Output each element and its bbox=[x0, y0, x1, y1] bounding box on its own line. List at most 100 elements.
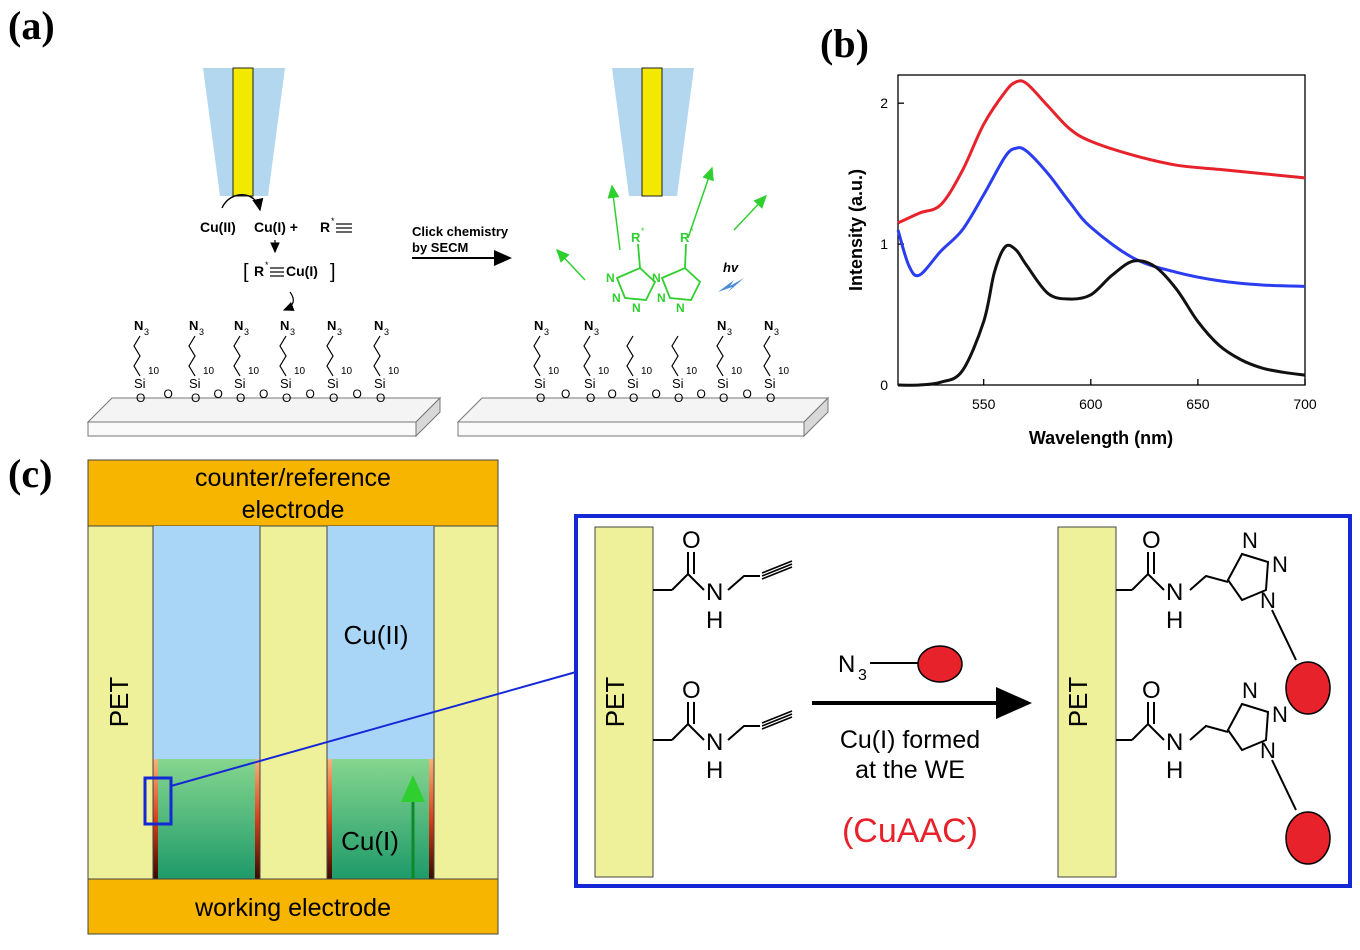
azide-subscript: 3 bbox=[774, 327, 779, 337]
reagent-sub: 3 bbox=[858, 667, 867, 684]
alkyne-triple-bond bbox=[761, 560, 793, 574]
silicon-atom: Si bbox=[717, 376, 729, 391]
x-tick-label: 550 bbox=[972, 396, 996, 412]
alkyne-triple-bond bbox=[761, 713, 793, 727]
alkyl-chain bbox=[763, 335, 771, 377]
counter-electrode-label-1: counter/reference bbox=[195, 464, 391, 492]
triazole-tether bbox=[1271, 759, 1297, 811]
pet-label-left: PET bbox=[104, 677, 134, 728]
bridging-oxygen: O bbox=[608, 387, 617, 401]
amide-n: N bbox=[706, 729, 723, 756]
bridging-oxygen: O bbox=[306, 387, 315, 401]
bridging-oxygen: O bbox=[353, 387, 362, 401]
azide-subscript: 3 bbox=[290, 327, 295, 337]
series-layer bbox=[896, 79, 1306, 387]
azide-subscript: 3 bbox=[384, 327, 389, 337]
chain-length: 10 bbox=[598, 366, 610, 377]
amide-h: H bbox=[706, 757, 723, 784]
alkyl-chain bbox=[326, 335, 334, 377]
cu2-label-a: Cu(II) bbox=[200, 219, 236, 235]
carbonyl-o: O bbox=[682, 677, 701, 704]
bridging-oxygen: O bbox=[561, 387, 570, 401]
oxygen-atom: O bbox=[674, 391, 683, 405]
channel-2-left-edge bbox=[327, 759, 332, 879]
panel-a-label: (a) bbox=[8, 3, 55, 48]
triazole-n4: N bbox=[652, 271, 661, 285]
panel-c-cell: counter/reference electrode working elec… bbox=[87, 459, 1352, 935]
azide-subscript: 3 bbox=[727, 327, 732, 337]
attached-label-ellipse bbox=[1285, 661, 1331, 715]
chain-length: 10 bbox=[388, 366, 400, 377]
alkyl-chain bbox=[373, 335, 381, 377]
silicon-atom: Si bbox=[534, 376, 546, 391]
oxygen-atom: O bbox=[766, 391, 775, 405]
complex-r-label: R bbox=[254, 263, 264, 279]
chain-length: 10 bbox=[341, 366, 353, 377]
azide-subscript: 3 bbox=[594, 327, 599, 337]
channel-2-cu2 bbox=[327, 526, 434, 759]
condition-1: Cu(I) formed bbox=[840, 726, 980, 754]
channel-1-left-edge bbox=[153, 759, 158, 879]
alkyl-chain bbox=[233, 335, 241, 377]
bridging-oxygen: O bbox=[259, 387, 268, 401]
inset-pet-left-label: PET bbox=[600, 677, 630, 728]
bridging-oxygen: O bbox=[743, 387, 752, 401]
methylene-bond bbox=[1189, 724, 1229, 741]
channel-1-cu2 bbox=[153, 526, 260, 759]
substrate-left bbox=[86, 396, 442, 438]
chain-length: 10 bbox=[641, 366, 653, 377]
bracket-left: [ bbox=[243, 261, 249, 283]
reduction-arrow bbox=[221, 194, 264, 212]
condition-2: at the WE bbox=[855, 756, 965, 784]
bridging-oxygen: O bbox=[652, 387, 661, 401]
amide-n: N bbox=[1166, 579, 1183, 606]
complex-triple-bond-icon bbox=[270, 267, 284, 277]
azide-subscript: 3 bbox=[337, 327, 342, 337]
channel-1-right-edge bbox=[255, 759, 260, 879]
oxygen-atom: O bbox=[236, 391, 245, 405]
emission-arrows bbox=[555, 166, 768, 281]
light-bolt-icon bbox=[718, 278, 744, 292]
attached-label-ellipse bbox=[1285, 811, 1331, 865]
alkyl-chain bbox=[583, 335, 591, 377]
zoom-line bbox=[170, 671, 577, 787]
cu2-label: Cu(II) bbox=[344, 620, 409, 650]
carbonyl-o: O bbox=[1142, 527, 1161, 554]
triazole-r-right-star: * bbox=[690, 226, 694, 236]
oxygen-atom: O bbox=[136, 391, 145, 405]
chain-length: 10 bbox=[548, 366, 560, 377]
silicon-atom: Si bbox=[327, 376, 339, 391]
y-tick-label: 0 bbox=[880, 377, 888, 393]
counter-electrode bbox=[87, 459, 499, 527]
triazole-n3: N bbox=[632, 301, 641, 315]
substrate-right bbox=[456, 396, 830, 438]
carbonyl-o: O bbox=[1142, 677, 1161, 704]
triazole-ring bbox=[1226, 702, 1270, 752]
chain-length: 10 bbox=[778, 366, 790, 377]
silicon-atom: Si bbox=[134, 376, 146, 391]
triazole-n-top: N bbox=[1242, 528, 1258, 553]
chain-length: 10 bbox=[731, 366, 743, 377]
triazole-r-left-star: * bbox=[641, 226, 645, 236]
oxygen-atom: O bbox=[719, 391, 728, 405]
secm-tip-right bbox=[612, 67, 694, 197]
triple-bond-icon bbox=[336, 223, 352, 233]
alkyl-chain bbox=[533, 335, 541, 377]
series-line-3 bbox=[897, 243, 1306, 387]
bridging-oxygen: O bbox=[697, 387, 706, 401]
propargyl-bond bbox=[727, 725, 760, 741]
x-tick-label: 650 bbox=[1186, 396, 1210, 412]
carbonyl-o: O bbox=[682, 527, 701, 554]
oxygen-atom: O bbox=[282, 391, 291, 405]
triazole-tether bbox=[1271, 609, 1297, 661]
silicon-atom: Si bbox=[672, 376, 684, 391]
triazole-n1: N bbox=[606, 271, 615, 285]
azide-subscript: 3 bbox=[544, 327, 549, 337]
hv-label: hv bbox=[723, 260, 739, 275]
azide-n: N bbox=[374, 318, 383, 333]
triazole-n-right: N bbox=[1272, 552, 1288, 577]
amide-h: H bbox=[706, 607, 723, 634]
methylene-bond bbox=[1189, 574, 1229, 591]
